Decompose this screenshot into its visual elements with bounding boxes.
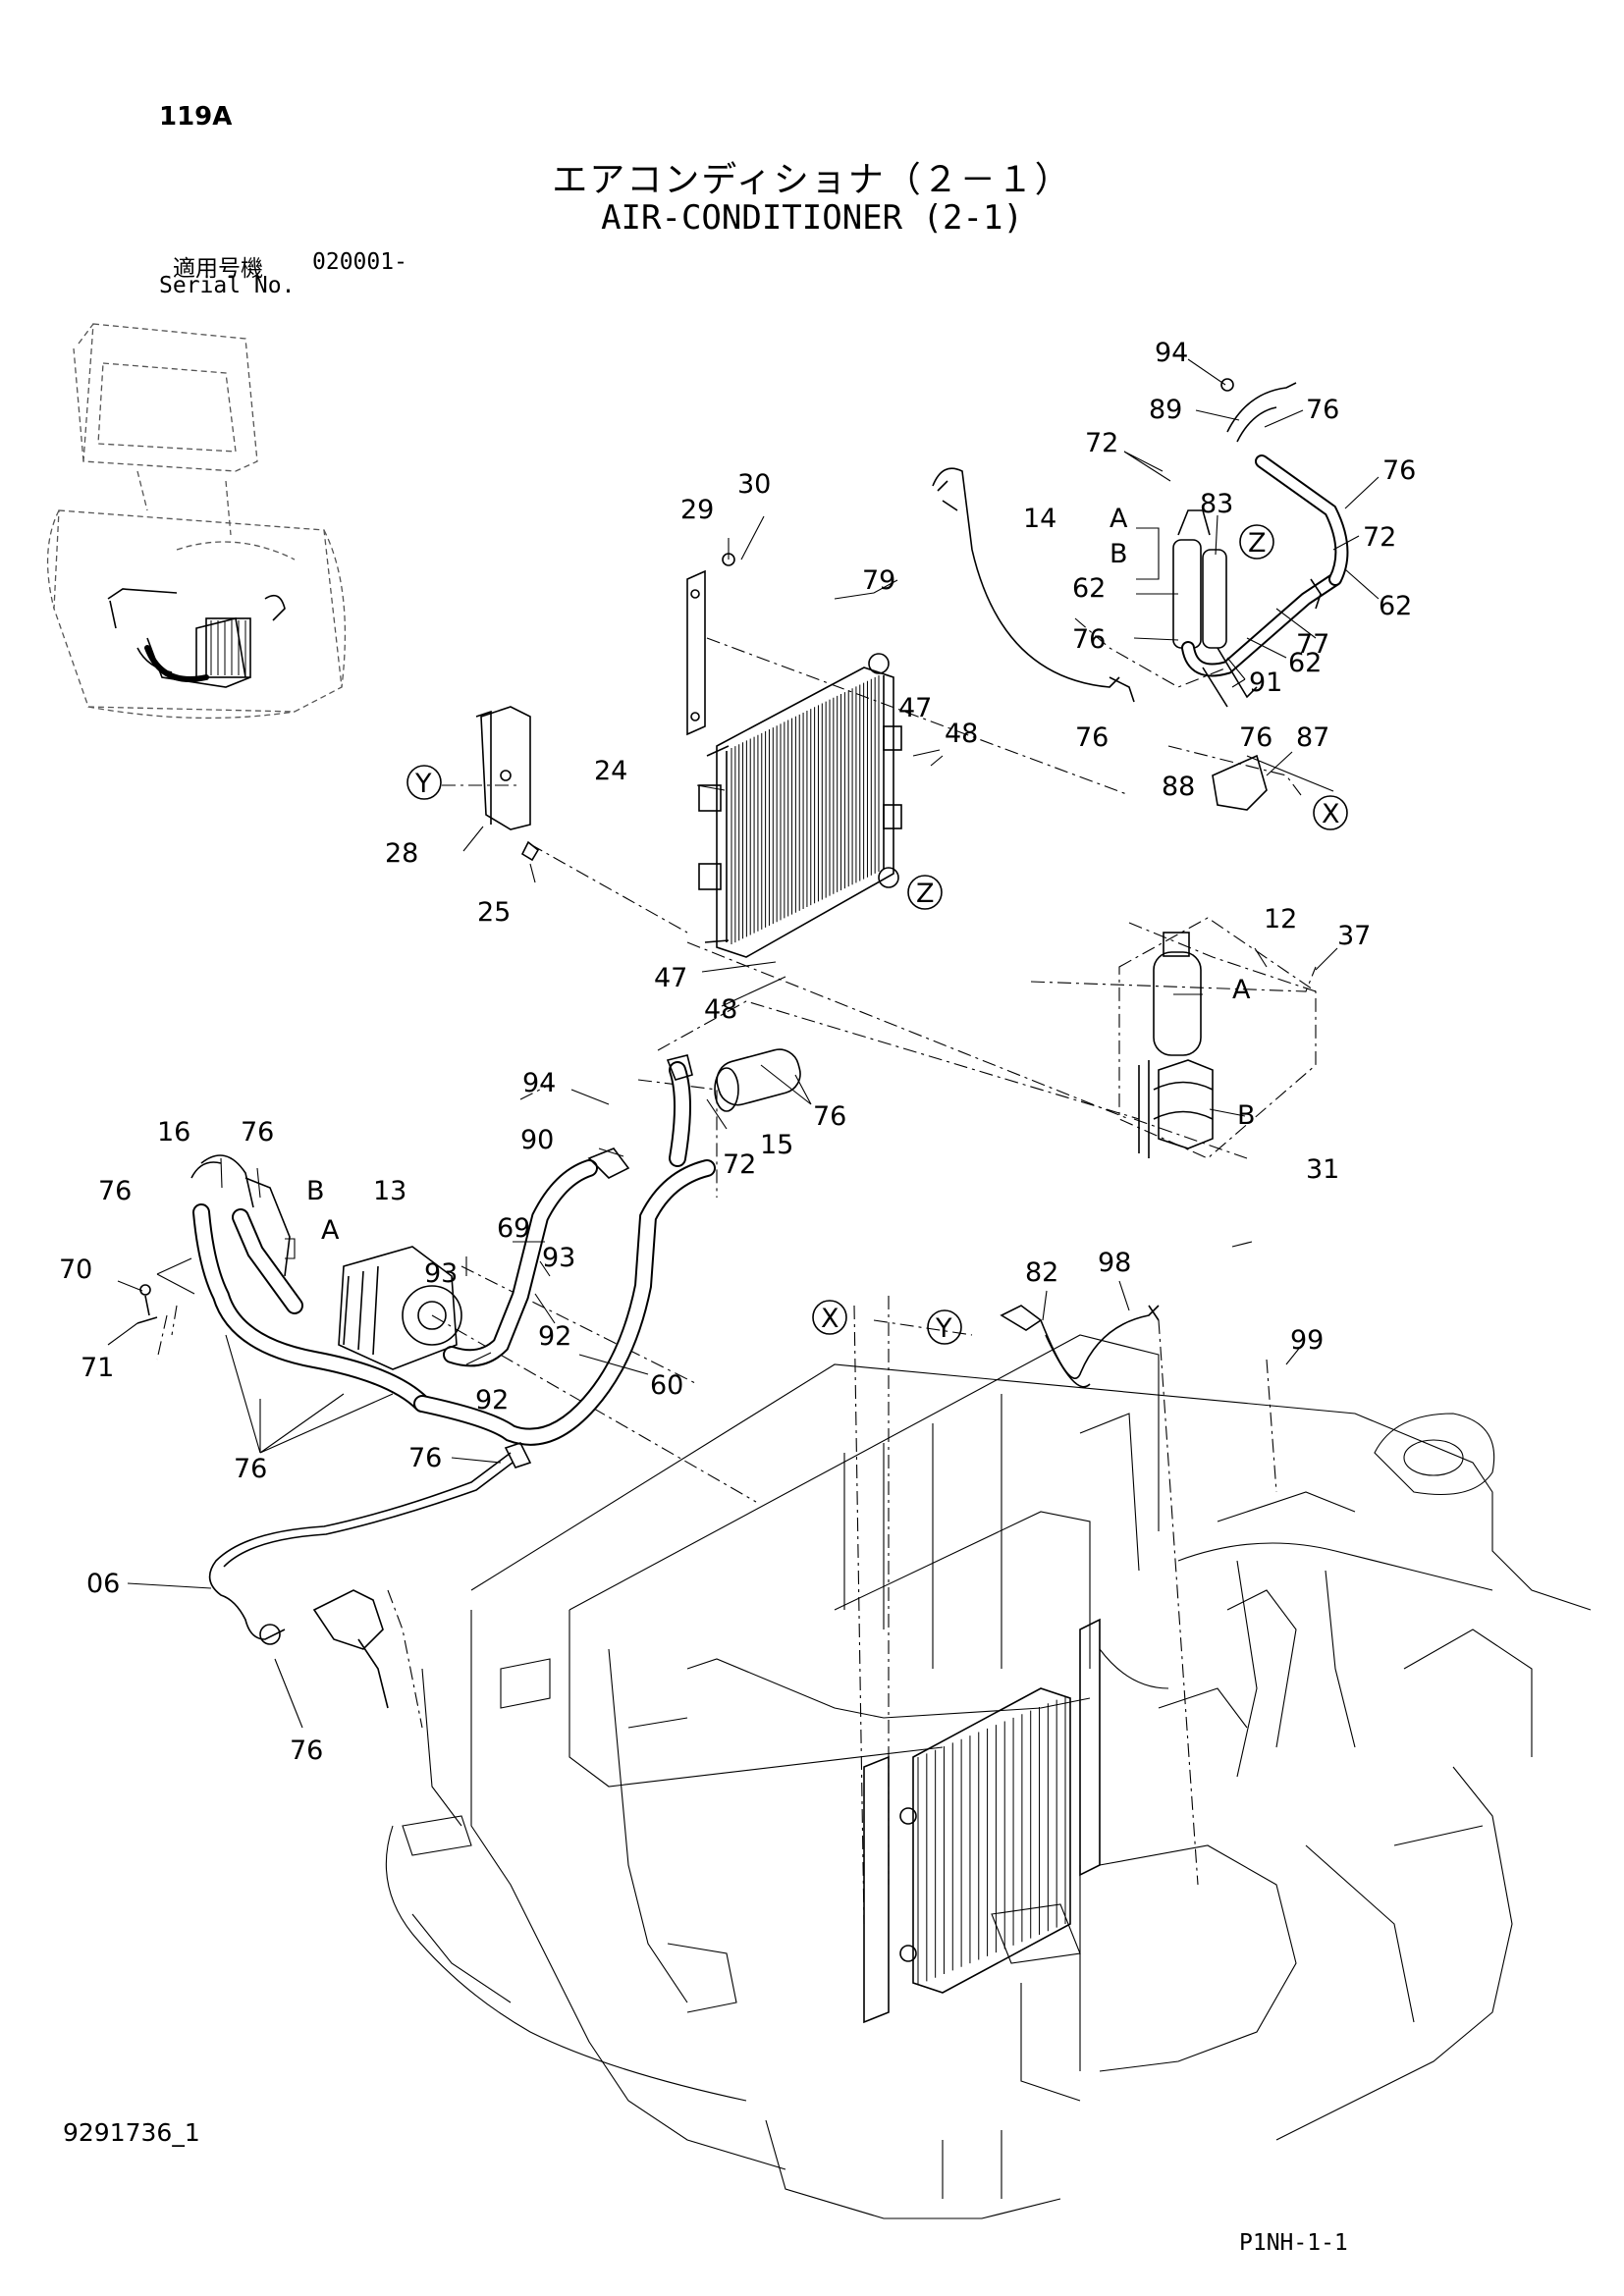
callout-labels: 94 89 76 76 72 83 14 A B Z 72 62 62 79 7… bbox=[59, 338, 1416, 1766]
callout-76: 76 bbox=[241, 1117, 274, 1148]
callout-98: 98 bbox=[1098, 1248, 1131, 1278]
callout-28: 28 bbox=[385, 838, 418, 869]
callout-31: 31 bbox=[1306, 1154, 1339, 1185]
callout-60: 60 bbox=[650, 1370, 683, 1401]
callout-83: 83 bbox=[1200, 489, 1233, 519]
reference-markers bbox=[406, 524, 1348, 1345]
callout-76: 76 bbox=[234, 1454, 267, 1484]
callout-24: 24 bbox=[594, 756, 627, 786]
callout-30: 30 bbox=[737, 469, 771, 500]
title-english: AIR-CONDITIONER (2-1) bbox=[601, 198, 1023, 238]
callout-76: 76 bbox=[98, 1176, 132, 1206]
brackets bbox=[475, 710, 1268, 1388]
assembly-leader-lines bbox=[156, 617, 1317, 1925]
callout-48: 48 bbox=[945, 719, 978, 749]
document-number: 9291736_1 bbox=[63, 2118, 200, 2147]
callout-77: 77 bbox=[1296, 629, 1329, 660]
callout-94: 94 bbox=[522, 1068, 556, 1098]
callout-93: 93 bbox=[542, 1243, 575, 1273]
callout-89: 89 bbox=[1149, 395, 1182, 425]
callout-62: 62 bbox=[1288, 648, 1322, 678]
callout-90: 90 bbox=[520, 1125, 554, 1155]
callout-92: 92 bbox=[538, 1321, 571, 1352]
callout-72: 72 bbox=[723, 1149, 756, 1180]
callout-76: 76 bbox=[1306, 395, 1339, 425]
callout-06: 06 bbox=[86, 1569, 120, 1599]
callout-62: 62 bbox=[1072, 573, 1106, 604]
reference-z: Z bbox=[1248, 528, 1267, 559]
title-japanese: エアコンディショナ（２－１） bbox=[552, 160, 1072, 200]
callout-99: 99 bbox=[1290, 1325, 1324, 1356]
callout-37: 37 bbox=[1337, 921, 1371, 951]
callout-12: 12 bbox=[1264, 904, 1297, 934]
callout-leaders bbox=[107, 358, 1380, 1729]
callout-14-a: A bbox=[1110, 504, 1128, 534]
machine-overview-thumbnail bbox=[46, 323, 347, 720]
callout-92: 92 bbox=[475, 1385, 509, 1415]
callout-76: 76 bbox=[813, 1101, 846, 1132]
serial-label-japanese: 適用号機 bbox=[173, 256, 263, 282]
oil-cooler bbox=[863, 1618, 1101, 2024]
callout-15: 15 bbox=[760, 1130, 793, 1160]
callout-13: 13 bbox=[373, 1176, 406, 1206]
reference-x: X bbox=[821, 1304, 839, 1334]
callout-12-a: A bbox=[1232, 975, 1251, 1005]
callout-47: 47 bbox=[898, 693, 932, 723]
reference-y: Y bbox=[414, 769, 432, 799]
callout-76: 76 bbox=[408, 1443, 442, 1473]
serial-label-english: Serial No. bbox=[159, 273, 296, 298]
callout-71: 71 bbox=[81, 1353, 114, 1383]
callout-76: 76 bbox=[1072, 624, 1106, 655]
callout-72: 72 bbox=[1363, 522, 1396, 553]
callout-29: 29 bbox=[680, 495, 714, 525]
callout-76: 76 bbox=[290, 1735, 323, 1766]
callout-76: 76 bbox=[1239, 722, 1272, 753]
callout-82: 82 bbox=[1025, 1257, 1058, 1288]
callout-62: 62 bbox=[1379, 591, 1412, 621]
callout-91: 91 bbox=[1249, 667, 1282, 698]
callout-13-a: A bbox=[321, 1215, 340, 1246]
reference-x: X bbox=[1322, 799, 1340, 829]
callout-47: 47 bbox=[654, 963, 687, 993]
callout-25: 25 bbox=[477, 897, 511, 928]
callout-76: 76 bbox=[1075, 722, 1109, 753]
serial-number-value: 020001- bbox=[312, 249, 407, 275]
callout-79: 79 bbox=[862, 565, 895, 596]
callout-72: 72 bbox=[1085, 428, 1118, 458]
callout-13-b: B bbox=[306, 1176, 325, 1206]
reference-y: Y bbox=[935, 1313, 952, 1344]
callout-88: 88 bbox=[1162, 772, 1195, 802]
receiver-drier bbox=[1118, 917, 1317, 1159]
page-number: 119A bbox=[159, 102, 233, 132]
drier-pipe-assembly bbox=[932, 378, 1349, 708]
callout-70: 70 bbox=[59, 1255, 92, 1285]
callout-16: 16 bbox=[157, 1117, 190, 1148]
compressor-and-hoses bbox=[136, 1048, 801, 1446]
sheet-code: P1NH-1-1 bbox=[1239, 2230, 1348, 2256]
upper-frame bbox=[385, 1334, 1592, 2219]
harness bbox=[208, 1442, 532, 1709]
callout-12-b: B bbox=[1237, 1100, 1256, 1131]
condenser bbox=[480, 553, 902, 958]
callout-87: 87 bbox=[1296, 722, 1329, 753]
callout-14: 14 bbox=[1023, 504, 1056, 534]
callout-48: 48 bbox=[704, 994, 737, 1025]
reference-z: Z bbox=[916, 879, 935, 909]
callout-69: 69 bbox=[497, 1213, 530, 1244]
callout-94: 94 bbox=[1155, 338, 1188, 368]
callout-76: 76 bbox=[1382, 455, 1416, 486]
callout-93: 93 bbox=[424, 1258, 458, 1289]
callout-14-b: B bbox=[1110, 539, 1128, 569]
